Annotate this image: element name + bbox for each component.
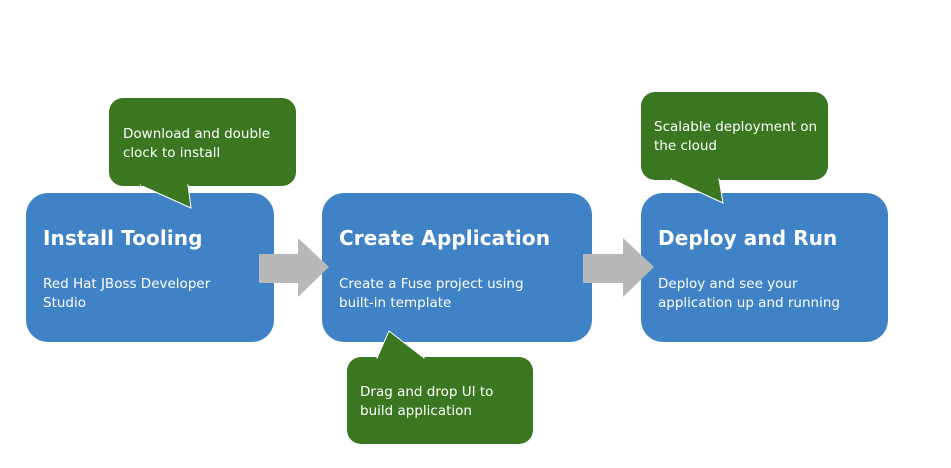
step-box-install-tooling — [26, 193, 274, 342]
step-description: Create a Fuse project using built-in tem… — [339, 276, 524, 311]
callout-text-install: Download and double clock to install — [123, 126, 271, 161]
callout-bubble-create — [347, 330, 533, 444]
step-deploy-and-run: Deploy and Run Deploy and see your appli… — [641, 193, 888, 342]
callout-bubble-deploy — [641, 92, 828, 204]
callout-bubble-install — [109, 98, 296, 209]
step-title: Create Application — [339, 226, 551, 250]
step-box-deploy-and-run — [641, 193, 888, 342]
step-title: Install Tooling — [43, 226, 203, 250]
step-install-tooling: Install Tooling Red Hat JBoss Developer … — [26, 193, 274, 342]
step-description: Deploy and see your application up and r… — [658, 276, 840, 311]
callout-text-deploy: Scalable deployment on the cloud — [654, 119, 818, 154]
callout-text-create: Drag and drop UI to build application — [360, 384, 494, 419]
step-title: Deploy and Run — [658, 226, 838, 250]
step-box-create-application — [322, 193, 592, 342]
right-arrow-icon — [259, 238, 329, 297]
right-arrow-icon — [583, 238, 654, 297]
step-description: Red Hat JBoss Developer Studio — [43, 276, 211, 311]
step-create-application: Create Application Create a Fuse project… — [322, 193, 592, 342]
